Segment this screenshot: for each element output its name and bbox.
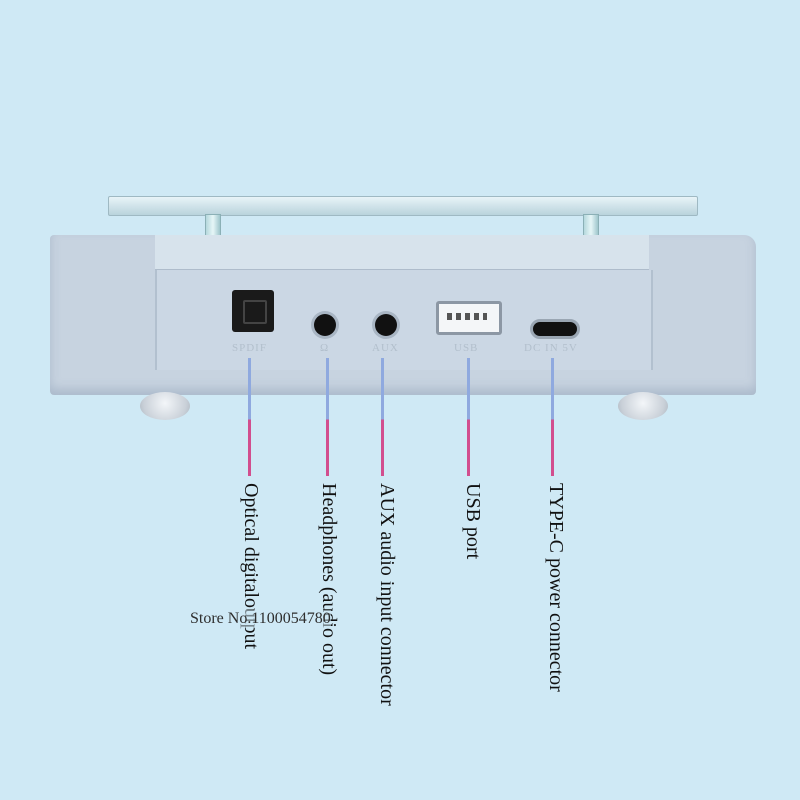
typec-caption: TYPE-C power connector — [545, 483, 567, 692]
glass-top-panel — [108, 196, 698, 216]
right-foot — [618, 392, 668, 420]
typec-leader-line — [551, 358, 554, 476]
usb-caption: USB port — [462, 483, 484, 560]
headphone-jack — [314, 314, 336, 336]
spdif-optical-port — [232, 290, 274, 332]
usb-port-label: USB — [454, 342, 479, 354]
left-foot — [140, 392, 190, 420]
store-watermark: Store No.1100054780 — [190, 610, 331, 628]
aux-jack — [375, 314, 397, 336]
spdif-leader-line — [248, 358, 251, 476]
aux-port-label: AUX — [372, 342, 399, 354]
typec-port-label: DC IN 5V — [524, 342, 578, 354]
rear-panel-top — [155, 235, 649, 270]
spdif-port-label: SPDIF — [232, 342, 267, 354]
headphones-port-label: Ω — [320, 342, 330, 354]
aux-caption: AUX audio input connector — [376, 483, 398, 706]
usb-leader-line — [467, 358, 470, 476]
type-c-port — [530, 319, 580, 339]
headphones-caption: Headphones (audio out) — [318, 483, 340, 676]
usb-port — [436, 301, 502, 335]
aux-leader-line — [381, 358, 384, 476]
rear-panel — [155, 270, 653, 370]
headphones-leader-line — [326, 358, 329, 476]
